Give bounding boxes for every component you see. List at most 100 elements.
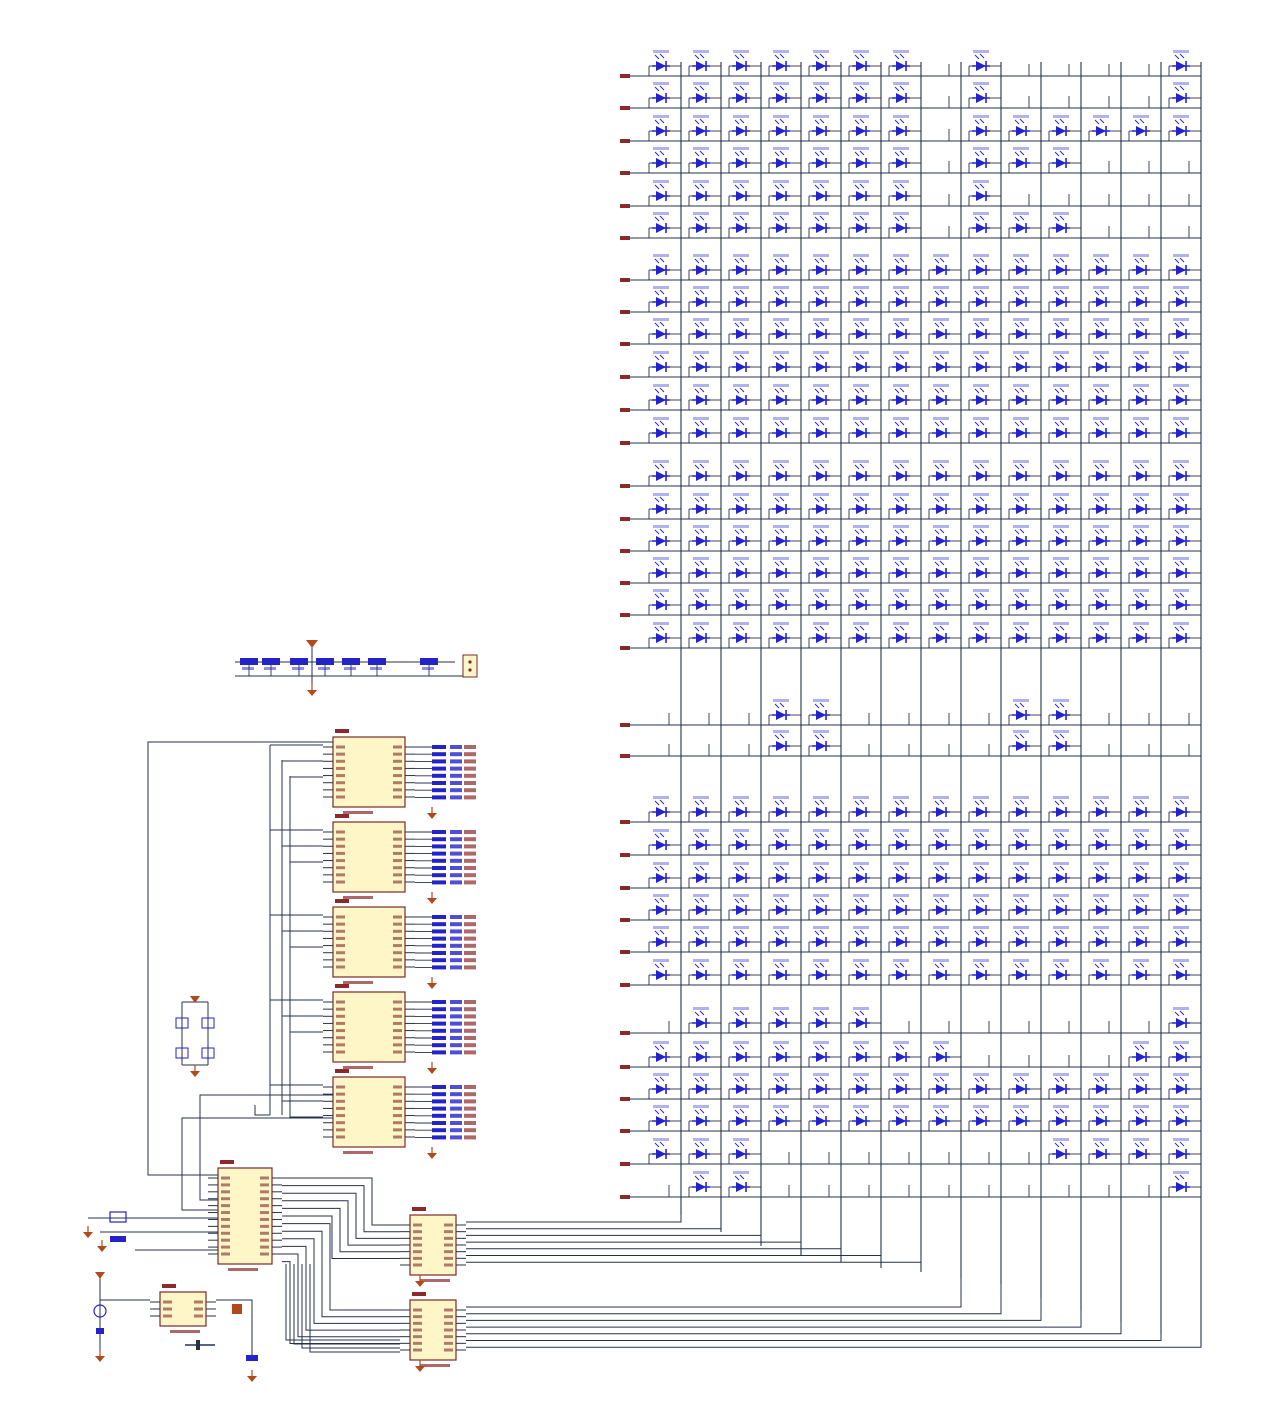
led-emission-arrows bbox=[894, 592, 905, 599]
resistor-value-mark bbox=[264, 667, 276, 670]
led-designator-mark bbox=[1133, 622, 1149, 625]
led bbox=[1172, 622, 1190, 643]
led bbox=[892, 525, 910, 546]
mcu-to-driver-wire bbox=[282, 1185, 400, 1233]
led bbox=[812, 384, 830, 405]
led-emission-arrows bbox=[1174, 865, 1185, 872]
led-designator-mark bbox=[1013, 926, 1029, 929]
mcu-bottom-wire bbox=[301, 1264, 400, 1349]
led-designator-mark bbox=[933, 862, 949, 865]
led-emission-arrows bbox=[1174, 420, 1185, 427]
output-led bbox=[450, 1014, 462, 1019]
led-emission-arrows bbox=[814, 53, 825, 60]
led-emission-arrows bbox=[934, 1044, 945, 1051]
led-designator-mark bbox=[933, 1073, 949, 1076]
led-designator-mark bbox=[773, 1105, 789, 1108]
led-designator-mark bbox=[973, 351, 989, 354]
led-designator-mark bbox=[733, 589, 749, 592]
led bbox=[732, 1007, 750, 1028]
row-net-label bbox=[620, 74, 630, 78]
led-designator-mark bbox=[733, 1138, 749, 1141]
led-designator-mark bbox=[933, 796, 949, 799]
output-led bbox=[450, 1050, 462, 1055]
led-emission-arrows bbox=[1014, 321, 1025, 328]
led-designator-mark bbox=[973, 286, 989, 289]
led-emission-arrows bbox=[694, 1174, 705, 1181]
led bbox=[652, 286, 670, 307]
led-designator-mark bbox=[773, 417, 789, 420]
led-emission-arrows bbox=[1094, 496, 1105, 503]
led bbox=[852, 351, 870, 372]
output-net-label bbox=[464, 1000, 476, 1004]
led-emission-arrows bbox=[1134, 1141, 1145, 1148]
led bbox=[932, 254, 950, 275]
connector-pin bbox=[468, 668, 472, 672]
led-designator-mark bbox=[653, 525, 669, 528]
led-designator-mark bbox=[1173, 115, 1189, 118]
led-emission-arrows bbox=[654, 1044, 665, 1051]
led-designator-mark bbox=[773, 730, 789, 733]
ic-pin-label bbox=[413, 1341, 422, 1345]
led-designator-mark bbox=[773, 1041, 789, 1044]
led-designator-mark bbox=[893, 318, 909, 321]
led-designator-mark bbox=[973, 959, 989, 962]
led bbox=[1132, 622, 1150, 643]
led-emission-arrows bbox=[1174, 832, 1185, 839]
led-emission-arrows bbox=[894, 321, 905, 328]
led-designator-mark bbox=[893, 384, 909, 387]
led-designator-mark bbox=[773, 147, 789, 150]
led-emission-arrows bbox=[734, 150, 745, 157]
led bbox=[1172, 796, 1190, 817]
led-emission-arrows bbox=[894, 528, 905, 535]
ic-pin-label bbox=[336, 830, 345, 834]
ic-pin-label bbox=[393, 745, 402, 749]
led-designator-mark bbox=[853, 557, 869, 560]
led-emission-arrows bbox=[1174, 463, 1185, 470]
led bbox=[1012, 926, 1030, 947]
led-designator-mark bbox=[893, 525, 909, 528]
led-designator-mark bbox=[813, 959, 829, 962]
ic-pin-label bbox=[444, 1321, 453, 1325]
led-emission-arrows bbox=[654, 420, 665, 427]
led bbox=[652, 1138, 670, 1159]
led-designator-mark bbox=[893, 1105, 909, 1108]
ic-pin-label bbox=[444, 1250, 453, 1254]
led-emission-arrows bbox=[654, 897, 665, 904]
led-emission-arrows bbox=[1054, 1141, 1065, 1148]
led bbox=[772, 384, 790, 405]
led-designator-mark bbox=[693, 557, 709, 560]
led-emission-arrows bbox=[1054, 118, 1065, 125]
led-emission-arrows bbox=[694, 929, 705, 936]
led-designator-mark bbox=[893, 926, 909, 929]
led-designator-mark bbox=[1133, 460, 1149, 463]
led bbox=[1012, 829, 1030, 850]
led bbox=[812, 926, 830, 947]
led-designator-mark bbox=[933, 894, 949, 897]
led-designator-mark bbox=[693, 525, 709, 528]
led bbox=[972, 115, 990, 136]
led bbox=[1052, 959, 1070, 980]
led bbox=[772, 286, 790, 307]
led bbox=[652, 460, 670, 481]
ic-pin-label bbox=[393, 915, 402, 919]
led-designator-mark bbox=[1173, 460, 1189, 463]
led bbox=[772, 525, 790, 546]
led-emission-arrows bbox=[894, 289, 905, 296]
led-emission-arrows bbox=[1094, 463, 1105, 470]
led bbox=[1012, 959, 1030, 980]
led bbox=[932, 460, 950, 481]
led bbox=[1012, 1073, 1030, 1094]
led-designator-mark bbox=[1133, 493, 1149, 496]
led-designator-mark bbox=[1173, 894, 1189, 897]
led bbox=[892, 147, 910, 168]
led-emission-arrows bbox=[774, 321, 785, 328]
output-led bbox=[450, 858, 462, 863]
ground-triangle bbox=[247, 1376, 257, 1382]
shift-register-designator bbox=[335, 984, 349, 988]
led bbox=[892, 254, 910, 275]
ic-pin-label bbox=[221, 1231, 230, 1235]
led bbox=[692, 254, 710, 275]
led-emission-arrows bbox=[694, 53, 705, 60]
led-grid bbox=[652, 50, 1190, 1192]
ic-pin-label bbox=[221, 1183, 230, 1187]
